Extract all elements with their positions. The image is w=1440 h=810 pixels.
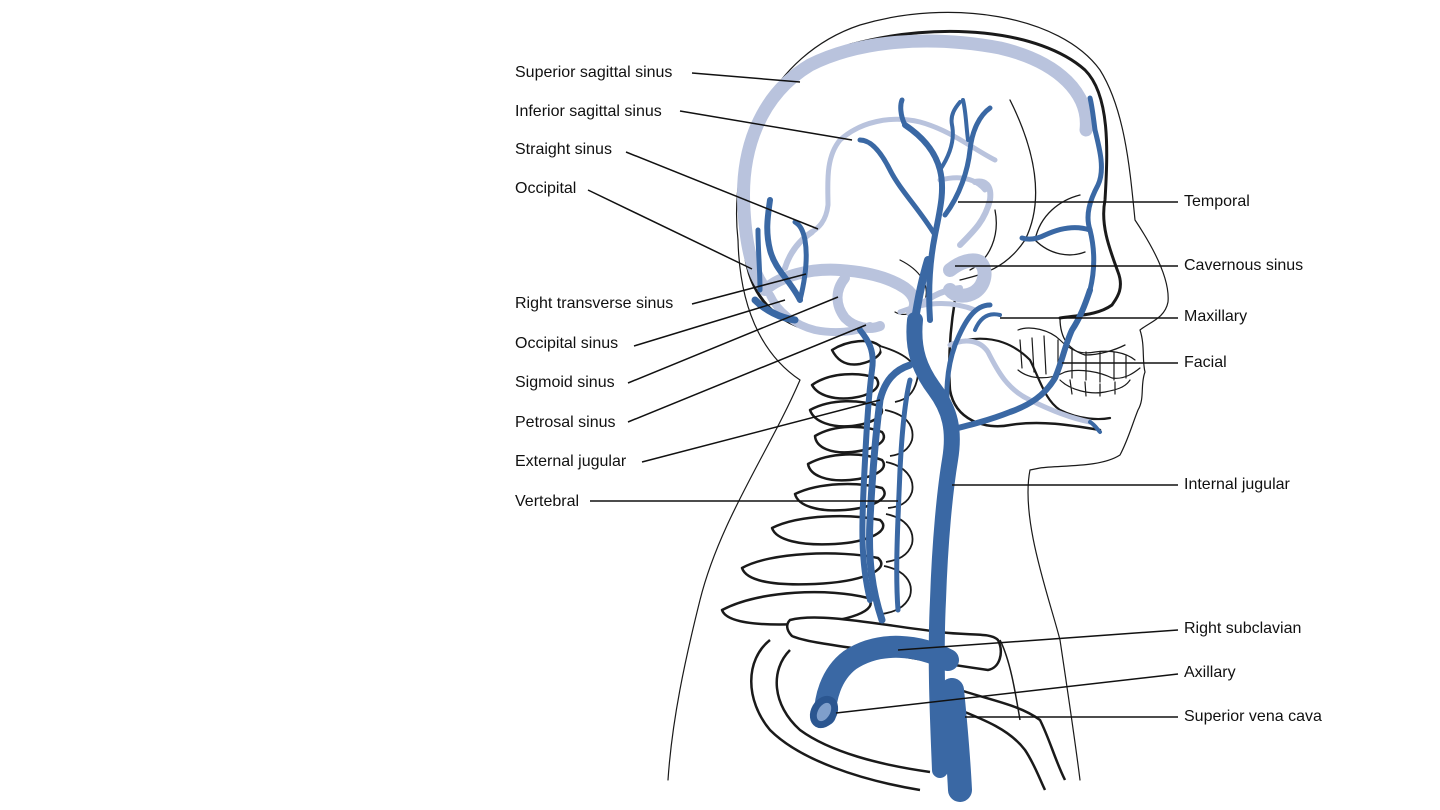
label-facial: Facial	[1184, 354, 1227, 371]
label-occipital-sinus: Occipital sinus	[515, 335, 619, 352]
leader-inferior-sagittal-sinus	[679, 110, 853, 141]
dural-sinuses	[737, 34, 1093, 425]
label-inferior-sagittal-sinus: Inferior sagittal sinus	[515, 103, 662, 120]
label-sigmoid-sinus: Sigmoid sinus	[515, 374, 615, 391]
leader-axillary	[835, 673, 1179, 714]
label-right-subclavian: Right subclavian	[1184, 620, 1302, 637]
leader-right-transverse-sinus	[691, 273, 807, 305]
label-internal-jugular: Internal jugular	[1184, 476, 1290, 493]
label-temporal: Temporal	[1184, 193, 1250, 210]
veins	[751, 95, 1104, 802]
leader-straight-sinus	[625, 151, 819, 230]
label-occipital: Occipital	[515, 180, 577, 197]
label-superior-sagittal-sinus: Superior sagittal sinus	[515, 64, 673, 81]
label-petrosal-sinus: Petrosal sinus	[515, 414, 616, 431]
leader-petrosal-sinus	[627, 324, 867, 423]
leader-right-subclavian	[897, 629, 1179, 651]
label-vertebral: Vertebral	[515, 493, 580, 510]
label-right-transverse-sinus: Right transverse sinus	[515, 295, 674, 312]
leader-superior-sagittal-sinus	[691, 72, 801, 83]
label-superior-vena-cava: Superior vena cava	[1184, 708, 1322, 725]
leader-occipital	[587, 189, 753, 270]
label-external-jugular: External jugular	[515, 453, 627, 470]
label-maxillary: Maxillary	[1184, 308, 1248, 325]
leader-external-jugular	[641, 399, 881, 463]
label-axillary: Axillary	[1184, 664, 1236, 681]
label-cavernous-sinus: Cavernous sinus	[1184, 257, 1304, 274]
leader-lines	[587, 72, 1179, 718]
leader-occipital-sinus	[633, 299, 786, 347]
leader-sigmoid-sinus	[627, 296, 839, 384]
label-straight-sinus: Straight sinus	[515, 141, 612, 158]
